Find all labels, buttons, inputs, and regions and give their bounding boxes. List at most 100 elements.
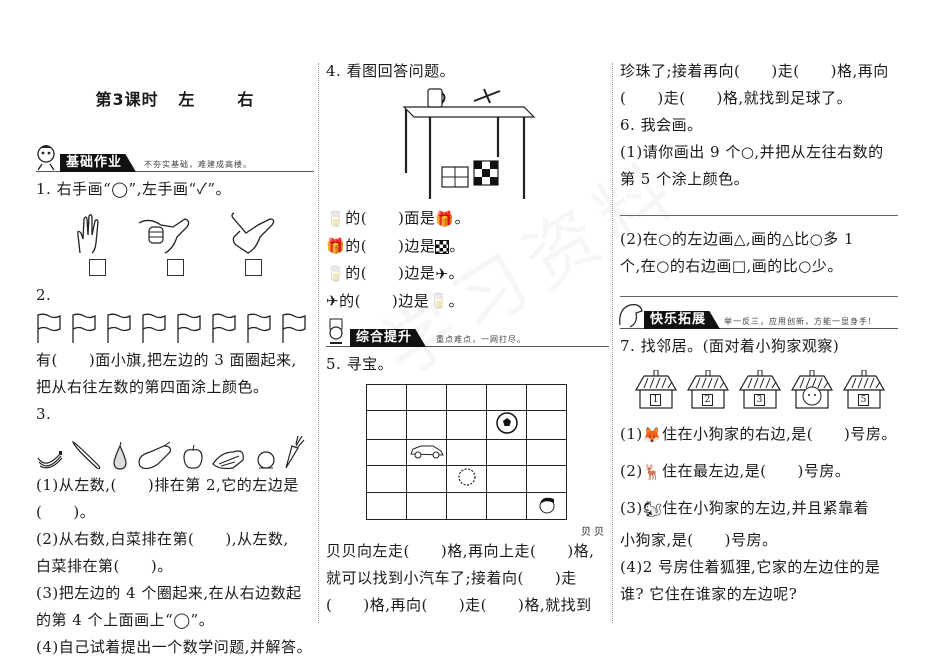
answer-boxes	[36, 259, 314, 276]
cucumber-icon	[72, 440, 101, 470]
grid-cell	[446, 410, 487, 440]
grid-cell	[366, 492, 407, 520]
flag-icon[interactable]	[281, 313, 307, 343]
houses-row: 1 2 3 5	[634, 364, 898, 410]
pointing-hand-icon	[138, 218, 190, 254]
q3-number: 3.	[36, 405, 52, 423]
grid-cell	[526, 384, 567, 411]
cup-icon	[427, 88, 443, 108]
gift-box-icon: 🎁	[435, 209, 455, 228]
open-hand-icon	[77, 214, 99, 254]
q5-cont-line: ( )走( )格,就找到足球了。	[620, 89, 853, 107]
q3-line: (1)从左数,( )排在第 2,它的左边是	[36, 476, 299, 494]
q3-line: (2)从右数,白菜排在第( ),从左数,	[36, 530, 289, 548]
cabbage-icon	[212, 450, 244, 470]
house-icon	[790, 369, 834, 409]
grid-cell	[366, 384, 407, 411]
q6-line: 个,在○的右边画□,画的比○少。	[620, 257, 843, 275]
q7-line: 小狗家,是( )号房。	[620, 531, 778, 549]
flag-icon[interactable]	[71, 313, 97, 343]
house-number: 2	[702, 394, 713, 406]
grid-cell	[486, 384, 527, 411]
answer-line[interactable]	[620, 296, 898, 297]
fox-icon: 🦊	[642, 426, 662, 444]
q5-cont-line: 珍珠了;接着再向( )走( )格,再向	[620, 62, 889, 80]
grid-cell	[486, 410, 527, 440]
grid-cell	[526, 465, 567, 493]
house	[790, 369, 834, 410]
airplane-icon: ✈	[326, 292, 340, 310]
apple-icon	[183, 444, 203, 469]
q2-number: 2.	[36, 286, 52, 304]
flag-icon[interactable]	[246, 313, 272, 343]
grid-cell	[446, 384, 487, 411]
answer-box[interactable]	[244, 259, 262, 276]
q2-line: 把从右往左数的第四面涂上颜色。	[36, 378, 269, 396]
house: 2	[686, 369, 730, 410]
grid-cell	[486, 492, 527, 520]
pear-icon	[113, 442, 127, 470]
q4-row: ✈的( )边是🥛。	[326, 288, 609, 316]
house-number: 3	[754, 394, 765, 406]
grid-cell	[406, 465, 447, 493]
beibei-label: 贝贝	[581, 527, 607, 538]
q7-sub3: (3)🐿住在小狗家的左边,并且紧靠着	[620, 490, 898, 527]
column-middle: 4. 看图回答问题。 🥛的( )面是🎁。 🎁的( )边是。 🥛的	[326, 58, 609, 619]
section-label: 快乐拓展	[644, 311, 721, 329]
house: 1	[634, 369, 678, 410]
grid-cell	[446, 492, 487, 520]
mascot-icon	[37, 145, 55, 171]
l-shape-hand-icon	[230, 212, 274, 254]
q3-line: (3)把左边的 4 个圈起来,在从右边数起	[36, 584, 302, 602]
treasure-grid: 贝贝	[366, 384, 609, 538]
answer-box[interactable]	[88, 259, 106, 276]
q3-line: ( )。	[36, 503, 96, 521]
q5-line: 就可以找到小汽车了;接着向( )走	[326, 569, 577, 587]
gift-box-icon: 🎁	[326, 237, 346, 255]
q1-text: 1. 右手画“◯”,左手画“✓”。	[36, 180, 232, 198]
grid-cell	[486, 465, 527, 493]
flag-icon[interactable]	[211, 313, 237, 343]
mascot-icon	[329, 318, 343, 344]
grid-cell	[446, 465, 487, 493]
banana-icon	[37, 451, 63, 469]
q3-line: 的第 4 个上面画上“◯”。	[36, 611, 215, 629]
table-scene	[402, 87, 536, 205]
flag-icon[interactable]	[141, 313, 167, 343]
grid-cell	[526, 492, 567, 520]
q6-line: (1)请你画出 9 个○,并把从左往右数的	[620, 143, 884, 161]
q6-line: 第 5 个涂上颜色。	[620, 170, 750, 188]
airplane-icon	[473, 88, 501, 104]
grid-cell	[446, 439, 487, 466]
flag-icon[interactable]	[36, 313, 62, 343]
column-divider	[318, 63, 319, 623]
flag-icon[interactable]	[176, 313, 202, 343]
elephant-mascot-icon	[619, 304, 643, 328]
answer-line[interactable]	[620, 215, 898, 216]
q5-title: 5. 寻宝。	[326, 355, 394, 373]
flags-row	[36, 313, 314, 343]
column-divider	[612, 63, 613, 623]
house-number: 5	[858, 394, 869, 406]
produce-row	[36, 430, 314, 470]
answer-box[interactable]	[166, 259, 184, 276]
checkered-cube-icon	[435, 239, 450, 254]
grid-cell	[406, 384, 447, 411]
q3-line: (4)自己试着提出一个数学问题,并解答。	[36, 638, 313, 656]
flag-icon[interactable]	[106, 313, 132, 343]
table-illustration	[402, 88, 536, 199]
q2-line: 有( )面小旗,把左边的 3 面圈起来,	[36, 351, 297, 369]
section-banner-extension: 快乐拓展 举一反三，应用创新，方能一显身手!	[619, 303, 898, 331]
grid-cell	[406, 410, 447, 440]
pearl-necklace-icon	[457, 468, 476, 486]
cup-icon: 🥛	[326, 264, 346, 283]
section-motto: 不夯实基础，难建成高楼。	[144, 160, 252, 169]
house: 5	[842, 369, 886, 410]
section-label: 基础作业	[60, 154, 137, 172]
cup-icon: 🥛	[326, 209, 346, 228]
house-icon	[686, 369, 730, 409]
squirrel-icon: 🐿	[642, 500, 663, 518]
grid-table	[366, 384, 567, 520]
grid-cell	[366, 410, 407, 440]
